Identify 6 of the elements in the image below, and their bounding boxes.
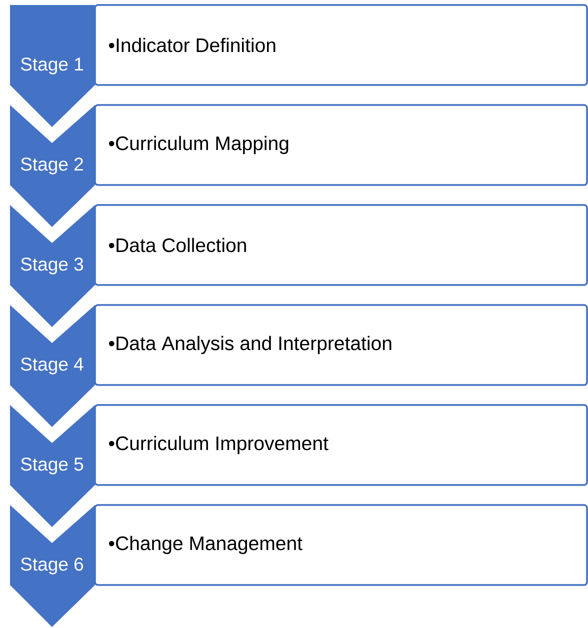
step-box: •Data Analysis and Interpretation: [94, 304, 588, 386]
step-box: •Indicator Definition: [94, 4, 588, 86]
step-box: •Curriculum Mapping: [94, 104, 588, 186]
step-box: •Data Collection: [94, 204, 588, 286]
step-box: •Curriculum Improvement: [94, 404, 588, 486]
step-box: •Change Management: [94, 504, 588, 586]
